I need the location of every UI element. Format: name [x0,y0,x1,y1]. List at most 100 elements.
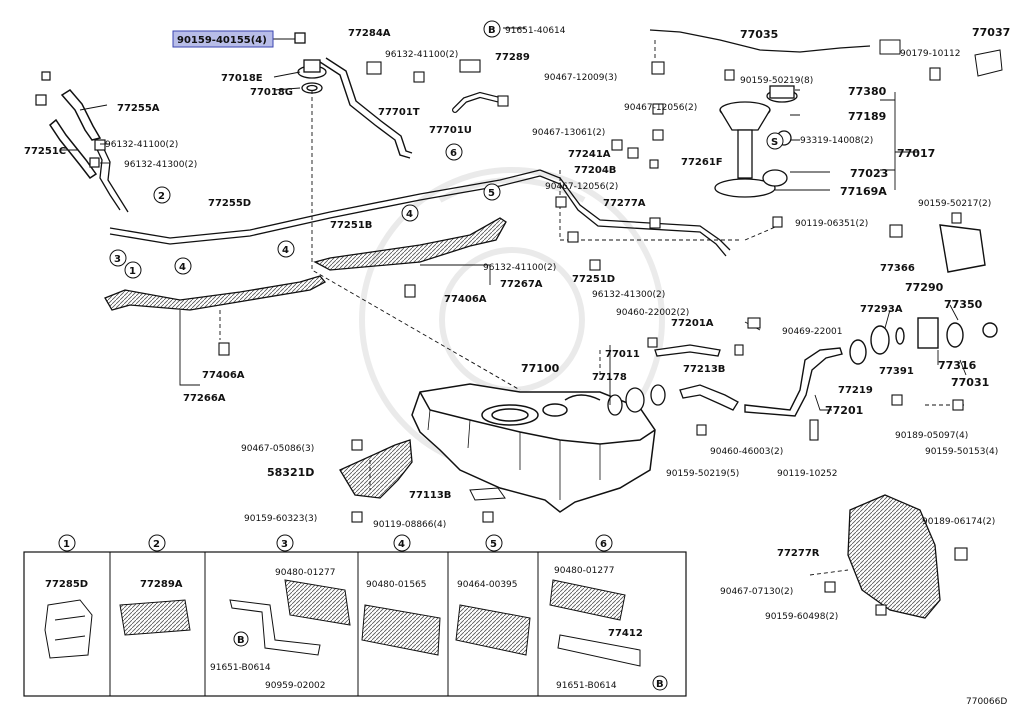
part-label[interactable]: 77406A [444,294,487,305]
part-label[interactable]: 77255A [117,103,160,114]
fuel-pump-assembly[interactable] [714,85,798,198]
part-label[interactable]: 96132-41100(2) [483,263,556,273]
part-label[interactable]: 90159-50219(5) [666,469,739,479]
part-label[interactable]: 77284A [348,28,391,39]
highlighted-part-number[interactable]: 90159-40155(4) [177,35,267,46]
part-label[interactable]: 96132-41300(2) [124,160,197,170]
part-label[interactable]: 77017 [897,147,935,160]
part-label[interactable]: 77178 [592,372,627,383]
cable-77035[interactable] [649,29,871,53]
part-label[interactable]: 77031 [951,376,989,389]
ref-circle[interactable]: 4 [401,204,419,222]
part-label[interactable]: 91651-40614 [505,26,566,36]
part-label[interactable]: 77316 [938,359,977,372]
bracket-77037[interactable] [974,49,1003,77]
part-label[interactable]: 77219 [838,385,873,396]
part-label[interactable]: 77290 [905,281,944,294]
protector-77277r[interactable] [847,494,941,619]
part-label[interactable]: 77035 [740,28,778,41]
protector-77266a[interactable] [104,217,507,311]
part-label[interactable]: 90159-60498(2) [765,612,838,622]
part-label[interactable]: 77018G [250,87,293,98]
legend-col-5[interactable]: 5 90464-00395 [455,534,531,656]
legend-col-6[interactable]: 6 90480-01277 77412 91651-B0614 B [549,534,668,691]
part-label[interactable]: 77169A [840,185,887,198]
part-label[interactable]: 77204B [574,165,616,176]
ref-circle[interactable]: 2 [153,186,171,204]
part-label[interactable]: 77251C [24,146,66,157]
part-label[interactable]: 77018E [221,73,263,84]
part-label[interactable]: 77251B [330,220,372,231]
vent-pipe[interactable] [319,57,503,159]
hose-77255a[interactable] [49,89,102,180]
part-label[interactable]: 77277R [777,548,820,559]
legend-col-4[interactable]: 4 90480-01565 [361,534,441,656]
part-label[interactable]: 77366 [880,263,915,274]
part-label[interactable]: 77251D [572,274,615,285]
ref-circle[interactable]: S [766,132,784,150]
part-label[interactable]: 77201A [671,318,714,329]
legend-col-2[interactable]: 2 77289A [119,534,191,636]
part-label[interactable]: 90467-12009(3) [544,73,617,83]
part-label[interactable]: 96132-41100(2) [105,140,178,150]
part-label[interactable]: 77266A [183,393,226,404]
part-label[interactable]: 90189-05097(4) [895,431,968,441]
part-label[interactable]: 90159-50219(8) [740,76,813,86]
part-label[interactable]: 90189-06174(2) [922,517,995,527]
part-label[interactable]: 96132-41100(2) [385,50,458,60]
opener-77037[interactable] [879,39,901,55]
protector-58321d[interactable] [339,439,413,499]
part-label[interactable]: 93319-14008(2) [800,136,873,146]
part-label[interactable]: 77011 [605,349,640,360]
ref-circle[interactable]: 6 [445,143,463,161]
legend-col-3[interactable]: 3 90480-01277 B 91651-B0614 90959-02002 [210,534,351,691]
part-label[interactable]: 58321D [267,466,314,479]
part-label[interactable]: 77213B [683,364,725,375]
part-label[interactable]: 77267A [500,279,543,290]
clamps-top-left[interactable] [35,71,106,168]
part-label[interactable]: 77701T [378,107,420,118]
part-label[interactable]: 77277A [603,198,646,209]
part-label[interactable]: 77241A [568,149,611,160]
part-label[interactable]: 90467-12056(2) [545,182,618,192]
part-label[interactable]: 90119-06351(2) [795,219,868,229]
hoses-77213b[interactable] [607,344,739,416]
part-label[interactable]: 90179-10112 [900,49,961,59]
ref-circle[interactable]: 3 [109,249,127,267]
part-label[interactable]: 77406A [202,370,245,381]
part-label[interactable]: 77113B [409,490,451,501]
part-label[interactable]: 90469-22001 [782,327,843,337]
ref-circle[interactable]: 4 [277,240,295,258]
part-label[interactable]: 90467-05086(3) [241,444,314,454]
part-label[interactable]: 90467-12056(2) [624,103,697,113]
part-label[interactable]: 77391 [879,366,914,377]
part-label[interactable]: 77037 [972,26,1010,39]
part-label[interactable]: 90460-22002(2) [616,308,689,318]
ref-circle[interactable]: B [483,20,501,38]
part-label[interactable]: 77023 [850,167,888,180]
part-label[interactable]: 77100 [521,362,560,375]
part-label[interactable]: 77201 [825,404,863,417]
part-label[interactable]: 96132-41300(2) [592,290,665,300]
part-label[interactable]: 77380 [848,85,887,98]
ref-circle[interactable]: 1 [124,261,142,279]
part-label[interactable]: 90460-46003(2) [710,447,783,457]
ref-circle[interactable]: 5 [483,183,501,201]
part-label[interactable]: 77701U [429,125,472,136]
filler-pipe-77201[interactable] [744,224,998,417]
part-label[interactable]: 90119-10252 [777,469,838,479]
part-label[interactable]: 77189 [848,110,886,123]
pad-77113b[interactable] [469,487,506,501]
fuel-tank[interactable] [411,383,656,513]
part-label[interactable]: 77255D [208,198,251,209]
part-label[interactable]: 90467-13061(2) [532,128,605,138]
part-label[interactable]: 90159-50153(4) [925,447,998,457]
part-label[interactable]: 77293A [860,304,903,315]
part-label[interactable]: 77261F [681,157,723,168]
ref-circle[interactable]: 4 [174,257,192,275]
part-label[interactable]: 90467-07130(2) [720,587,793,597]
part-label[interactable]: 77350 [944,298,983,311]
part-label[interactable]: 90159-50217(2) [918,199,991,209]
part-label[interactable]: 90119-08866(4) [373,520,446,530]
fasteners[interactable] [218,59,968,616]
